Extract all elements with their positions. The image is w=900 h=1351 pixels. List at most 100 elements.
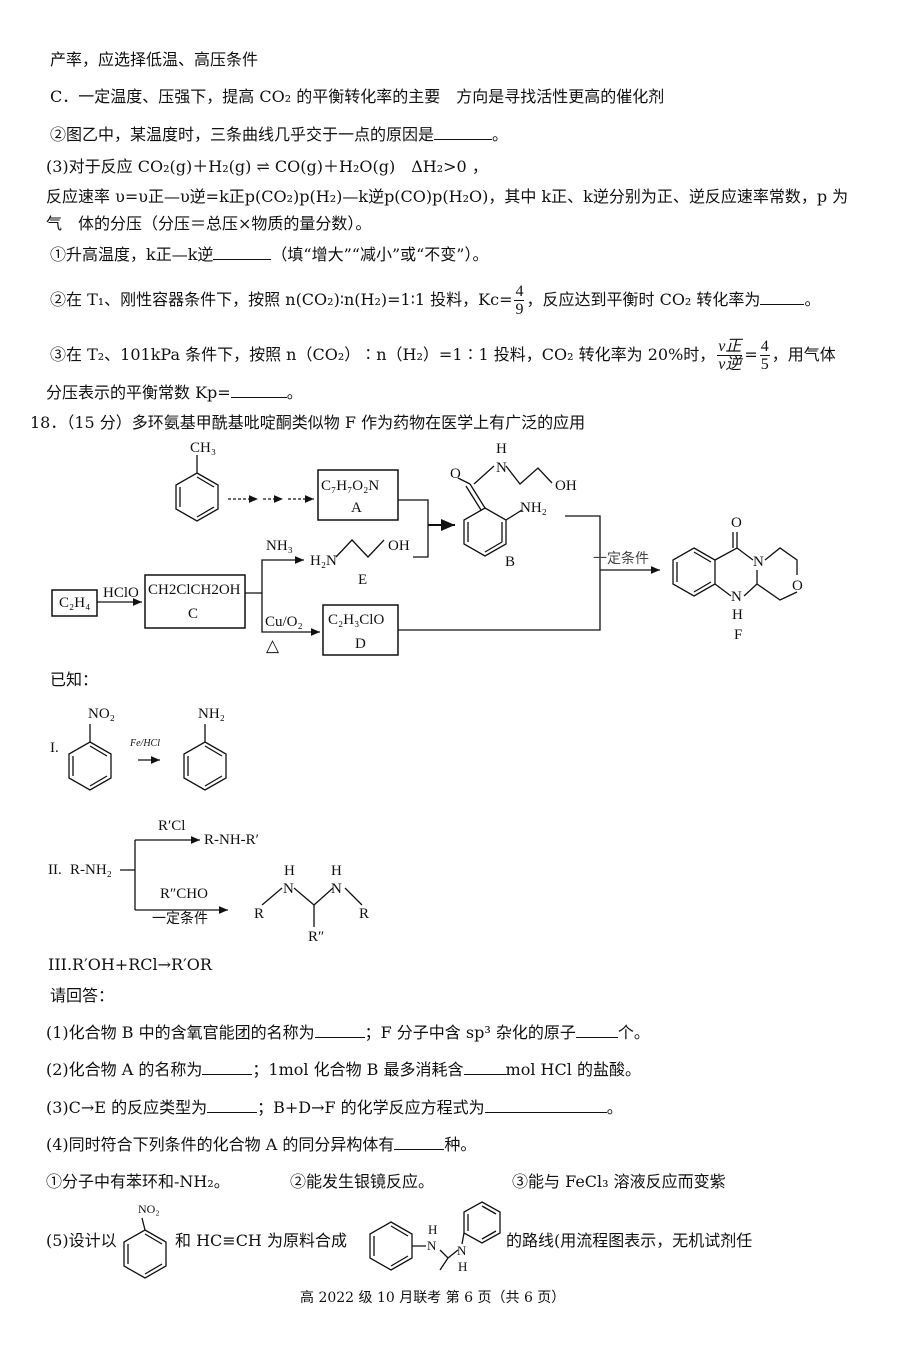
q5-target-structure xyxy=(369,1201,501,1271)
condition-label: 一定条件 xyxy=(593,551,649,567)
sub-question-4: (4)同时符合下列条件的化合物 A 的同分异构体有种。 xyxy=(46,1135,476,1155)
q-text: 分压表示的平衡常数 Kp= xyxy=(46,383,231,402)
question-18-title: 18．（15 分）多环氨基甲酰基吡啶酮类似物 F 作为药物在医学上有广泛的应用 xyxy=(30,413,586,432)
answer-blank[interactable] xyxy=(463,1060,506,1075)
box-c xyxy=(144,574,246,629)
question-3-3: ③在 T₂、101kPa 条件下，按照 n（CO₂）∶n（H₂）=1∶1 投料，… xyxy=(50,338,836,373)
toluene-structure xyxy=(175,455,219,522)
q-text: ①升高温度，k正—k逆 xyxy=(50,245,214,264)
q-text: (1)化合物 B 中的含氧官能团的名称为 xyxy=(46,1023,315,1042)
question-3-3-cont: 分压表示的平衡常数 Kp=。 xyxy=(46,383,303,403)
fe-hcl-reagent: Fe/HCl xyxy=(130,738,160,749)
box-c2h4 xyxy=(51,589,98,617)
b-label: B xyxy=(505,554,516,570)
aminal-n1: N xyxy=(283,881,294,897)
ch3-label: CH₃ xyxy=(190,440,217,456)
heat-symbol: △ xyxy=(266,636,280,655)
q-text: ③在 T₂、101kPa 条件下，按照 n（CO₂）∶n（H₂）=1∶1 投料，… xyxy=(50,345,716,364)
r2cho-reagent: R″CHO xyxy=(160,886,208,902)
question-2-2: ②图乙中，某温度时，三条曲线几乎交于一点的原因是 。 xyxy=(50,125,508,145)
answer-blank[interactable] xyxy=(394,1135,445,1150)
q5-end-text: 的路线(用流程图表示，无机试剂任 xyxy=(506,1231,753,1250)
text-line: 产率，应选择低温、高压条件 xyxy=(50,50,259,69)
question-3-2: ②在 T₁、刚性容器条件下，按照 n(CO₂)∶n(H₂)=1∶1 投料，Kc=… xyxy=(50,283,820,318)
q-text2: ，反应达到平衡时 CO₂ 转化率为 xyxy=(526,290,761,309)
q-end: 。 xyxy=(492,125,509,144)
rate-equation: 反应速率 υ=υ正—υ逆=k正p(CO₂)p(H₂)—k逆p(CO)p(H₂O)… xyxy=(46,187,849,206)
kc-denominator: 9 xyxy=(515,301,524,318)
c-formula: CH2ClCH2OH xyxy=(148,582,241,598)
f-h: H xyxy=(732,607,743,623)
b-n: N xyxy=(496,460,507,476)
b-oh: OH xyxy=(555,478,577,494)
known-heading: 已知： xyxy=(50,670,99,689)
answer-blank[interactable] xyxy=(575,1023,618,1038)
answer-blank[interactable] xyxy=(202,1060,253,1075)
page-footer: 高 2022 级 10 月联考 第 6 页（共 6 页） xyxy=(300,1290,566,1306)
q-text: ②图乙中，某温度时，三条曲线几乎交于一点的原因是 xyxy=(50,125,435,144)
connector-bd xyxy=(398,515,601,631)
q-end: 个。 xyxy=(617,1023,650,1042)
q-text: (3)C→E 的反应类型为 xyxy=(46,1098,208,1117)
box-d xyxy=(322,604,399,656)
b-carbonyl-o: O xyxy=(450,466,461,482)
ratio-denominator: 5 xyxy=(760,356,769,373)
compound-e-chain xyxy=(335,539,385,558)
sub-question-5: (5)设计以 xyxy=(46,1231,117,1250)
aminal-n2: N xyxy=(331,881,342,897)
a-label: A xyxy=(351,500,362,516)
option-c: C．一定温度、压强下，提高 CO₂ 的平衡转化率的主要 方向是寻找活性更高的催化… xyxy=(50,87,665,106)
connector xyxy=(398,499,429,558)
q-end: 种。 xyxy=(444,1135,477,1154)
answer-blank[interactable] xyxy=(230,383,287,398)
aminal-r-right: R xyxy=(359,906,370,922)
q-end: ，用气体 xyxy=(771,345,836,364)
f-carbonyl-o: O xyxy=(731,515,742,531)
e-label: E xyxy=(358,572,368,588)
hclo-reagent: HClO xyxy=(103,585,139,601)
q5-middle-text: 和 HC≡CH 为原料合成 xyxy=(175,1231,347,1250)
q5-n1: N xyxy=(427,1238,437,1253)
q-end: mol HCl 的盐酸。 xyxy=(505,1060,641,1079)
answer-blank[interactable] xyxy=(213,245,272,260)
aniline-structure xyxy=(183,724,227,791)
answer-blank[interactable] xyxy=(314,1023,365,1038)
e-oh: OH xyxy=(388,538,410,554)
arrow-to-d xyxy=(261,593,320,636)
d-formula: C₂H₃ClO xyxy=(328,612,385,628)
cu-o2-reagent: Cu/O₂ xyxy=(265,614,303,630)
q-text: (2)化合物 A 的名称为 xyxy=(46,1060,203,1079)
c-label: C xyxy=(188,606,199,622)
answer-blank[interactable] xyxy=(760,290,805,305)
q5-n2: N xyxy=(457,1243,467,1258)
b-nh2: NH₂ xyxy=(520,500,547,516)
answer-blank[interactable] xyxy=(484,1098,607,1113)
c2h4-formula: C₂H₄ xyxy=(59,595,91,611)
condition-3: ③能与 FeCl₃ 溶液反应而变紫 xyxy=(512,1172,726,1191)
known-ii-label: II. xyxy=(48,862,62,878)
q-text2: ；1mol 化合物 B 最多消耗含 xyxy=(252,1060,464,1079)
aminal-structure xyxy=(261,887,363,927)
compound-f-structure xyxy=(672,532,798,601)
f-nh: N xyxy=(731,589,742,605)
f-ring-o: O xyxy=(792,578,803,594)
q5-no2: NO₂ xyxy=(138,1202,160,1216)
kc-numerator: 4 xyxy=(514,283,525,301)
answer-blank[interactable] xyxy=(434,125,493,140)
answer-blank[interactable] xyxy=(207,1098,258,1113)
text-line: 气 体的分压（分压＝总压×物质的量分数）。 xyxy=(46,214,372,233)
arrow-to-e xyxy=(245,556,304,594)
ratio-numerator: 4 xyxy=(759,338,770,356)
q5-h1: H xyxy=(428,1222,438,1237)
r-nh2: R-NH₂ xyxy=(70,862,112,878)
condition-label: 一定条件 xyxy=(152,911,208,927)
aminal-r2: R″ xyxy=(308,929,325,945)
r1cl-reagent: R′Cl xyxy=(158,818,186,834)
known-i-label: I. xyxy=(50,740,59,756)
v-reverse: v逆 xyxy=(718,356,742,373)
b-h: H xyxy=(496,441,507,457)
question-3: (3)对于反应 CO₂(g)＋H₂(g) ⇌ CO(g)＋H₂O(g) ΔH₂>… xyxy=(46,157,488,176)
nh3-reagent: NH₃ xyxy=(266,538,293,554)
q-end: 。 xyxy=(606,1098,623,1117)
